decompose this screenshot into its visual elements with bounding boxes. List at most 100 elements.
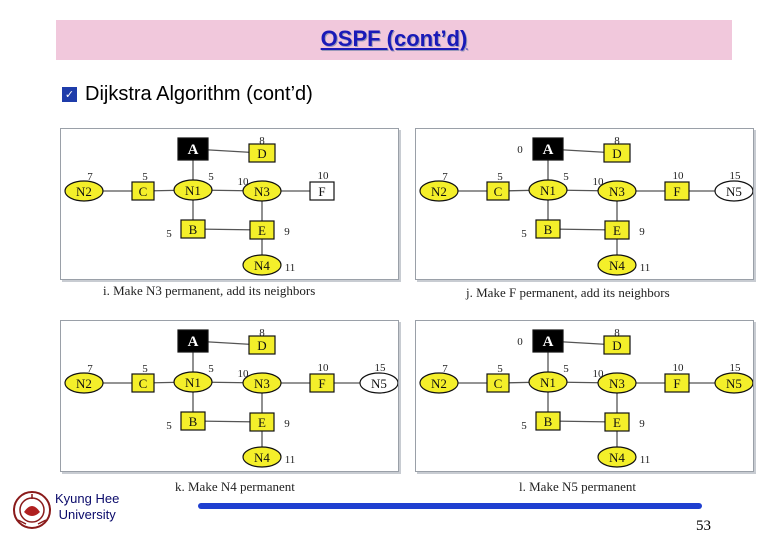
node-A — [532, 137, 564, 161]
node-C — [486, 373, 510, 393]
cost-label-N4: 11 — [640, 454, 651, 466]
node-N5 — [714, 180, 753, 202]
cost-label-N2: 7 — [442, 171, 448, 183]
node-D — [248, 143, 276, 163]
node-label-N1: N1 — [185, 183, 201, 198]
node-label-N2: N2 — [76, 184, 92, 199]
node-C — [486, 181, 510, 201]
cost-label-D: 8 — [259, 135, 265, 147]
node-label-A: A — [188, 142, 199, 158]
node-D — [603, 143, 631, 163]
node-label-N3: N3 — [254, 184, 270, 199]
cost-label-N3: 10 — [238, 176, 250, 188]
cost-label-N4: 11 — [285, 262, 296, 274]
node-N2 — [419, 180, 459, 202]
node-C — [131, 181, 155, 201]
node-N2 — [64, 180, 104, 202]
cost-label-N3: 10 — [593, 368, 605, 380]
node-label-E: E — [613, 415, 621, 430]
node-N1 — [528, 371, 568, 393]
node-N1 — [173, 179, 213, 201]
cost-label-B: 5 — [521, 420, 527, 432]
panel-caption-l: l. Make N5 permanent — [519, 479, 636, 494]
cost-label-D: 8 — [614, 327, 620, 339]
node-label-N4: N4 — [609, 258, 625, 273]
node-F — [664, 373, 690, 393]
node-D — [248, 335, 276, 355]
cost-label-A: 0 — [517, 336, 523, 348]
node-B — [535, 411, 561, 431]
cost-label-N2: 7 — [442, 363, 448, 375]
node-label-F: F — [673, 184, 680, 199]
node-B — [535, 219, 561, 239]
node-label-N2: N2 — [431, 184, 447, 199]
university-seal-icon — [13, 491, 51, 529]
cost-label-B: 5 — [521, 228, 527, 240]
panel-caption-i: i. Make N3 permanent, add its neighbors — [103, 283, 316, 298]
node-N4 — [242, 254, 282, 276]
node-E — [249, 220, 275, 240]
node-label-D: D — [257, 146, 266, 161]
node-label-N4: N4 — [609, 450, 625, 465]
node-A — [177, 329, 209, 353]
university-line-2: University — [58, 507, 116, 522]
node-F — [309, 373, 335, 393]
node-label-N2: N2 — [431, 376, 447, 391]
node-B — [180, 219, 206, 239]
node-E — [249, 412, 275, 432]
cost-label-D: 8 — [259, 327, 265, 339]
node-label-E: E — [258, 223, 266, 238]
cost-label-F: 10 — [318, 170, 330, 182]
node-label-N1: N1 — [540, 183, 556, 198]
cost-label-N3: 10 — [593, 176, 605, 188]
cost-label-E: 9 — [284, 226, 290, 238]
node-F — [309, 181, 335, 201]
node-label-D: D — [612, 338, 621, 353]
cost-label-F: 10 — [673, 170, 685, 182]
node-label-N4: N4 — [254, 258, 270, 273]
node-N2 — [64, 372, 104, 394]
cost-label-D: 8 — [614, 135, 620, 147]
node-label-N5: N5 — [371, 376, 387, 391]
node-label-C: C — [139, 376, 148, 391]
cost-label-E: 9 — [639, 226, 645, 238]
cost-label-N3: 10 — [238, 368, 250, 380]
node-label-N2: N2 — [76, 376, 92, 391]
cost-label-N4: 11 — [285, 454, 296, 466]
cost-label-N5: 15 — [730, 362, 742, 374]
node-label-E: E — [613, 223, 621, 238]
cost-label-B: 5 — [166, 420, 172, 432]
node-label-C: C — [494, 376, 503, 391]
node-N5 — [359, 372, 398, 394]
node-N5 — [714, 372, 753, 394]
node-label-C: C — [139, 184, 148, 199]
node-N4 — [242, 446, 282, 468]
node-N4 — [597, 254, 637, 276]
node-N3 — [597, 180, 637, 202]
node-label-N1: N1 — [185, 375, 201, 390]
cost-label-C: 5 — [497, 171, 503, 183]
cost-label-E: 9 — [284, 418, 290, 430]
page-number: 53 — [696, 518, 711, 534]
node-label-N3: N3 — [609, 376, 625, 391]
node-E — [604, 220, 630, 240]
node-label-A: A — [543, 334, 554, 350]
node-label-N5: N5 — [726, 184, 742, 199]
node-A — [177, 137, 209, 161]
node-N2 — [419, 372, 459, 394]
node-label-N5: N5 — [726, 376, 742, 391]
node-label-B: B — [189, 414, 198, 429]
node-label-F: F — [318, 184, 325, 199]
node-label-B: B — [544, 222, 553, 237]
cost-label-N5: 15 — [375, 362, 387, 374]
node-label-F: F — [318, 376, 325, 391]
cost-label-E: 9 — [639, 418, 645, 430]
node-label-N3: N3 — [254, 376, 270, 391]
node-D — [603, 335, 631, 355]
node-label-D: D — [612, 146, 621, 161]
